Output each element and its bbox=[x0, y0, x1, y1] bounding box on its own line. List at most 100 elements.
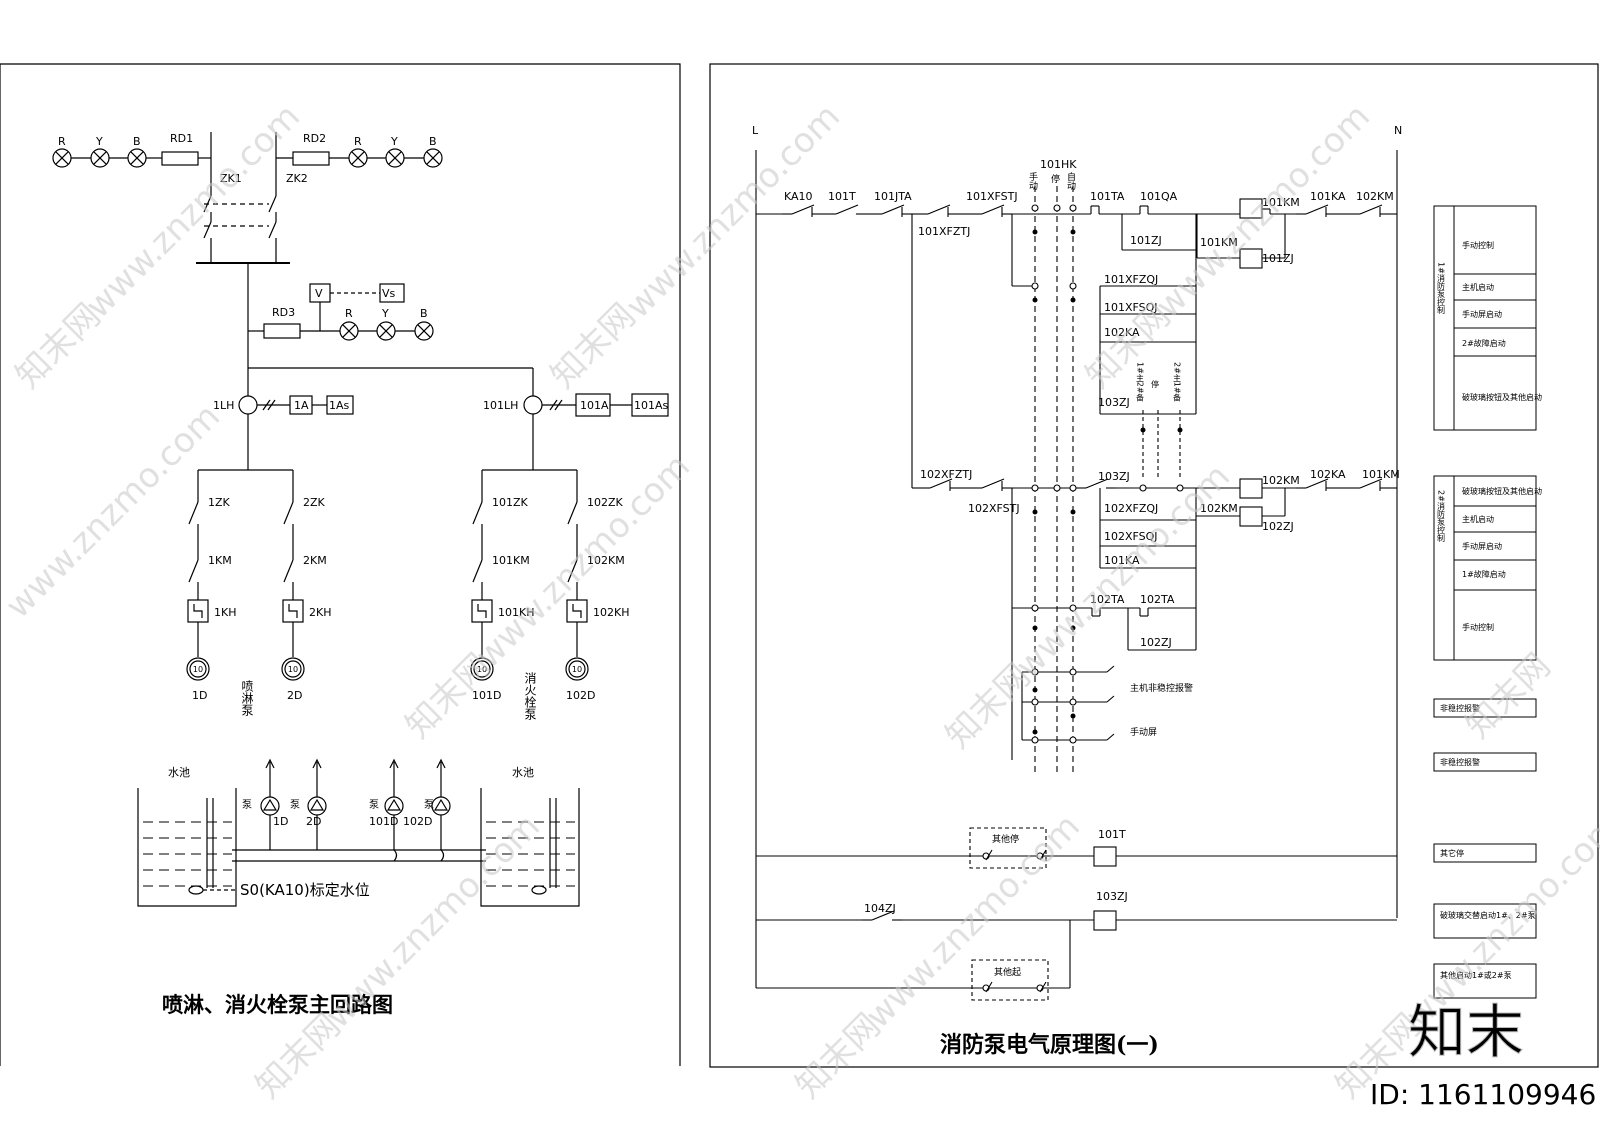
lamp-r2-label: R bbox=[354, 135, 362, 148]
fuse-rd2-label: RD2 bbox=[303, 132, 326, 145]
meter-1a: 1A bbox=[294, 399, 309, 412]
function-legend bbox=[1433, 205, 1537, 999]
rail-l-label: L bbox=[752, 124, 759, 137]
watermark-text: www.znzmo.com bbox=[858, 806, 1088, 1036]
watermark-text: 知末网 bbox=[1458, 646, 1558, 746]
contact-label: 102XFSTJ bbox=[968, 502, 1020, 515]
pump-label: 泵 bbox=[369, 799, 379, 811]
rail-n-label: N bbox=[1394, 124, 1402, 137]
contact-label: 102KA bbox=[1104, 326, 1140, 339]
function-legend-text: 1#消防泵控制 手动控制 主机启动 手动屏启动 2#故障启动 破玻璃按钮及其他启… bbox=[1437, 240, 1543, 980]
meter-1as: 1As bbox=[329, 399, 350, 412]
contact-label: 101XFZQJ bbox=[1104, 273, 1158, 286]
control-circuit-diagram bbox=[755, 150, 1398, 1001]
meter-101as: 101As bbox=[634, 399, 669, 412]
overload-relay-label: 101KH bbox=[498, 606, 534, 619]
left-diagram-title: 喷淋、消火栓泵主回路图 bbox=[162, 992, 393, 1017]
legend-item: 主机启动 bbox=[1462, 514, 1494, 524]
legend-item: 手动控制 bbox=[1462, 240, 1494, 250]
pump-101d-label: 101D bbox=[369, 815, 398, 828]
lamp-b2-label: B bbox=[429, 135, 437, 148]
selector-label: 101HK bbox=[1040, 158, 1077, 171]
overload-relay-label: 2KH bbox=[309, 606, 331, 619]
contact-label: 102TA bbox=[1090, 593, 1125, 606]
drawing-frames bbox=[0, 63, 1599, 1068]
contact-label: 101XFSQJ bbox=[1104, 301, 1158, 314]
main-circuit-diagram bbox=[52, 132, 669, 907]
ct-1lh-label: 1LH bbox=[213, 399, 234, 412]
meter-vs: Vs bbox=[382, 287, 396, 300]
switch-zk2-label: ZK2 bbox=[286, 172, 308, 185]
contact-label: 102XFZTJ bbox=[920, 468, 972, 481]
contact-label: 102TA bbox=[1140, 593, 1175, 606]
overload-relay-label: 102KH bbox=[593, 606, 629, 619]
contact-label: 103ZJ bbox=[1098, 470, 1130, 483]
coil-label: 102ZJ bbox=[1262, 520, 1294, 533]
motor-rating: 10 bbox=[193, 665, 203, 674]
watermark-text: www.znzmo.com bbox=[1148, 96, 1378, 326]
alarm-label: 主机非稳控报警 bbox=[1130, 682, 1193, 694]
lamp-r-label: R bbox=[58, 135, 66, 148]
contactor-label: 101KM bbox=[492, 554, 530, 567]
hydrant-pump-label: 消火栓泵 bbox=[523, 672, 537, 720]
legend-item: 破玻璃交替启动1#、2#泵 bbox=[1440, 910, 1536, 920]
breaker-label: 1ZK bbox=[208, 496, 231, 509]
lamp-y-label: Y bbox=[95, 135, 103, 148]
other-stop-box-label: 其他停 bbox=[992, 833, 1019, 845]
selector-stop: 停 bbox=[1049, 173, 1060, 184]
contact-label: 104ZJ bbox=[864, 902, 896, 915]
lamp-b-label: B bbox=[133, 135, 141, 148]
legend-item: 其它停 bbox=[1440, 848, 1464, 858]
meter-v: V bbox=[315, 287, 323, 300]
coil-label: 101T bbox=[1098, 828, 1126, 841]
coil-label: 103ZJ bbox=[1096, 890, 1128, 903]
overload-relay-label: 1KH bbox=[214, 606, 236, 619]
water-level-label: S0(KA10)标定水位 bbox=[240, 881, 370, 899]
contact-label: 101TA bbox=[1090, 190, 1125, 203]
motor-rating: 10 bbox=[288, 665, 298, 674]
pump-102d-label: 102D bbox=[403, 815, 432, 828]
contactor-label: 102KM bbox=[587, 554, 625, 567]
ct-101lh-label: 101LH bbox=[483, 399, 518, 412]
breaker-label: 102ZK bbox=[587, 496, 624, 509]
contact-label: 101XFSTJ bbox=[966, 190, 1018, 203]
right-diagram-title: 消防泵电气原理图(一) bbox=[940, 1032, 1159, 1058]
contact-label: 102KM bbox=[1200, 502, 1238, 515]
lamp-b3-label: B bbox=[420, 307, 428, 320]
watermark-text: www.znzmo.com bbox=[78, 96, 308, 326]
contact-label: KA10 bbox=[784, 190, 813, 203]
lamp-y3-label: Y bbox=[381, 307, 389, 320]
manual-panel-label: 手动屏 bbox=[1130, 726, 1157, 738]
watermark-text: www.znzmo.com bbox=[318, 806, 548, 1036]
coil-label: 101KM bbox=[1262, 196, 1300, 209]
legend-item: 手动屏启动 bbox=[1462, 541, 1502, 551]
brand-logo: 知末 bbox=[1408, 998, 1524, 1066]
contact-label: 101KM bbox=[1200, 236, 1238, 249]
contact-label: 101T bbox=[828, 190, 856, 203]
pump-label: 泵 bbox=[424, 799, 434, 811]
watermark-text: www.znzmo.com bbox=[1008, 456, 1238, 686]
standby-stop: 停 bbox=[1151, 379, 1160, 389]
legend-item: 非稳控报警 bbox=[1440, 757, 1480, 767]
coil-label: 101ZJ bbox=[1262, 252, 1294, 265]
selector-manual: 手动 bbox=[1027, 171, 1038, 191]
motor-label: 2D bbox=[287, 689, 302, 702]
main-circuit-labels: R Y B RD1 RD2 R Y B ZK1 ZK2 V Vs RD3 R Y… bbox=[58, 132, 669, 1017]
other-start-box-label: 其他起 bbox=[994, 966, 1021, 978]
standby-1-main: 1#主2#备 bbox=[1136, 362, 1145, 403]
legend-group1-title: 1#消防泵控制 bbox=[1437, 262, 1446, 315]
contact-label: 102KM bbox=[1356, 190, 1394, 203]
pump-label: 泵 bbox=[290, 799, 300, 811]
contact-label: 102ZJ bbox=[1140, 636, 1172, 649]
breaker-label: 2ZK bbox=[303, 496, 326, 509]
watermark-text: 知末网 bbox=[543, 296, 643, 396]
contact-label: 101KA bbox=[1310, 190, 1346, 203]
motor-rating: 10 bbox=[477, 665, 487, 674]
contactor-label: 1KM bbox=[208, 554, 232, 567]
control-circuit-labels: L N 101HK 手动 停 自动 KA10 101T 101JTA 101XF… bbox=[752, 124, 1402, 1058]
fuse-rd3-label: RD3 bbox=[272, 306, 295, 319]
coil-label: 102KM bbox=[1262, 474, 1300, 487]
tank-label-right: 水池 bbox=[512, 766, 534, 779]
contact-label: 102KA bbox=[1310, 468, 1346, 481]
contact-label: 101KA bbox=[1104, 554, 1140, 567]
